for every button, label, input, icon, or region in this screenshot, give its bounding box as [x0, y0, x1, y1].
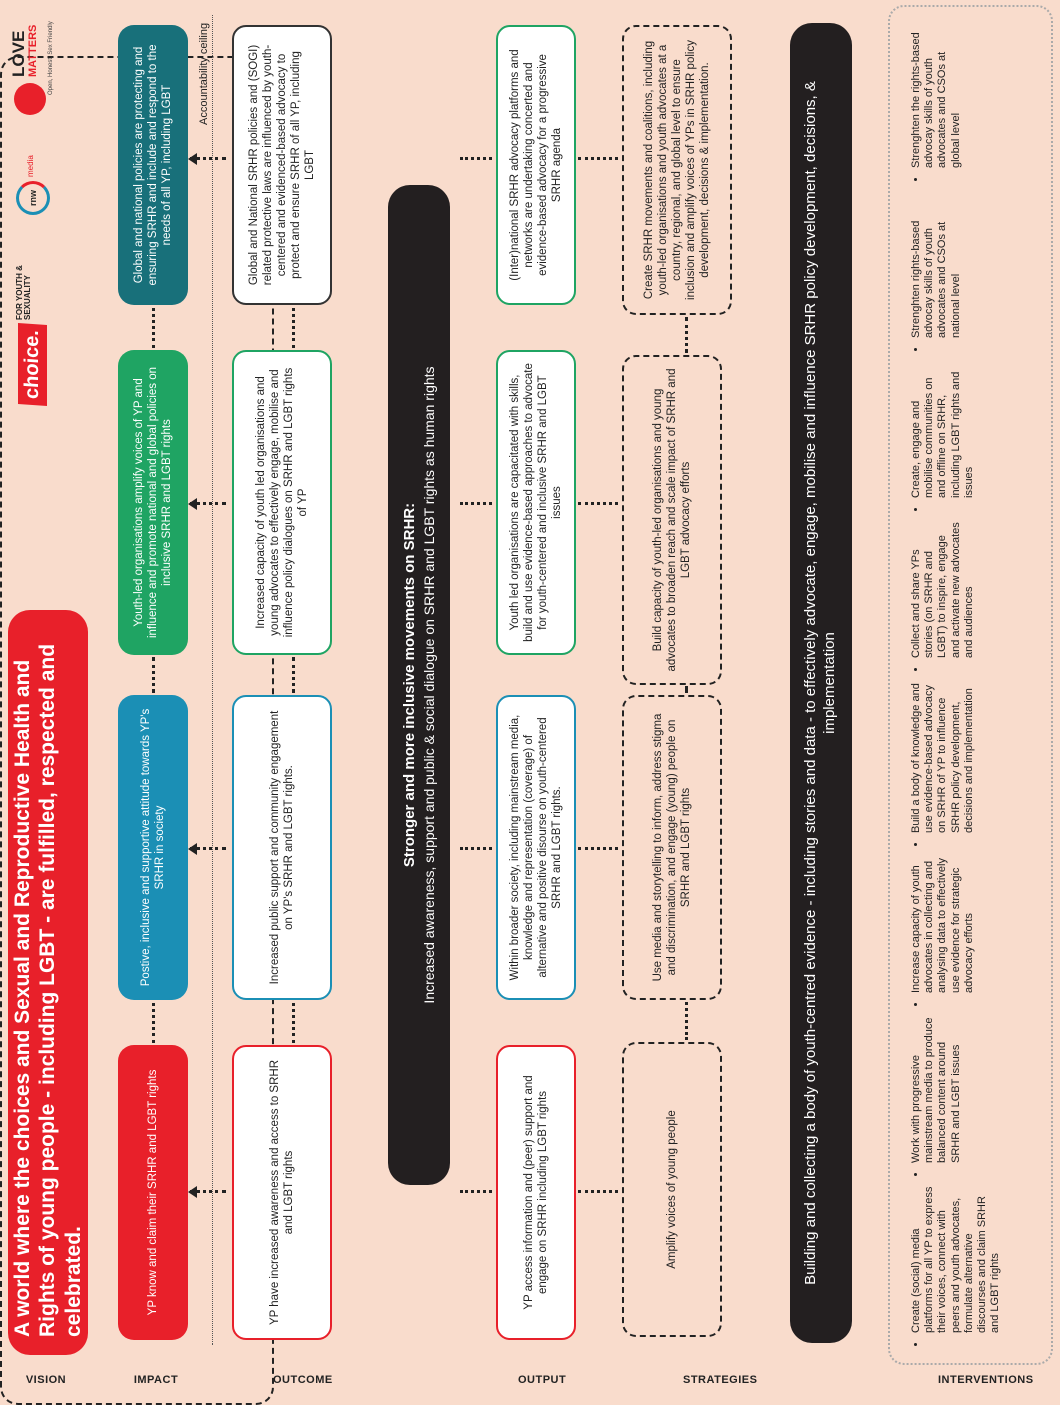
- output-text-2: Within broader society, including mainst…: [508, 714, 564, 981]
- outcome-text-2: Increased public support and community e…: [268, 710, 295, 985]
- intervention-list-4: Build a body of knowledge and use eviden…: [910, 678, 976, 845]
- intervention-list-1: Create (social) media platforms for all …: [910, 1183, 1002, 1345]
- matters-logo-text: MATTERS: [27, 24, 39, 77]
- strategy-text-3: Build capacity of youth-led organisation…: [651, 368, 692, 672]
- accountability-ceiling-label: Accountability ceiling: [198, 22, 210, 125]
- output-box-3: Youth led organisations are capacitated …: [496, 350, 576, 655]
- output-text-1: YP access information and (peer) support…: [522, 1075, 549, 1310]
- intervention-item-6: Create, engage and mobilise communities …: [910, 358, 976, 498]
- intervention-item-5: Collect and share YPs stories (on SRHR a…: [910, 518, 976, 658]
- strategy-text-4: Create SRHR movements and coalitions, in…: [642, 40, 712, 300]
- intervention-list-7: Strenghten rights-based advocay skills o…: [910, 198, 963, 350]
- connector-horizontal-strategy: [685, 687, 688, 693]
- connector-output-outcome-4: [460, 157, 492, 160]
- connector-output-outcome-3: [460, 502, 492, 505]
- movement-band: Stronger and more inclusive movements on…: [388, 185, 450, 1185]
- row-label-impact: IMPACT: [133, 1374, 179, 1386]
- connector-horizontal-outcome: [292, 657, 295, 693]
- choice-logo-text: choice.: [21, 329, 43, 400]
- row-label-outcome: OUTCOME: [273, 1374, 333, 1386]
- output-box-2: Within broader society, including mainst…: [496, 695, 576, 1000]
- impact-text-3: Youth-led organisations amplify voices o…: [132, 366, 173, 639]
- intervention-item-7: Strenghten rights-based advocay skills o…: [910, 198, 963, 338]
- outcome-text-1: YP have increased awareness and access t…: [268, 1059, 295, 1326]
- output-box-4: (Inter)national SRHR advocacy platforms …: [496, 25, 576, 305]
- output-box-1: YP access information and (peer) support…: [496, 1045, 576, 1340]
- strategy-box-2: Use media and storytelling to inform, ad…: [622, 695, 722, 1000]
- row-label-output: OUTPUT: [518, 1374, 567, 1386]
- connector-horizontal-impact: [152, 1003, 155, 1043]
- outcome-box-4: Global and National SRHR policies and (S…: [232, 25, 332, 305]
- connector-horizontal-strategy: [685, 1002, 688, 1040]
- connector-horizontal-outcome: [292, 1003, 295, 1043]
- impact-box-4: Global and national policies are protect…: [118, 25, 188, 305]
- love-matters-heart-icon: [14, 83, 46, 115]
- vision-banner: A world where the choices and Sexual and…: [8, 610, 88, 1355]
- connector-strategy-output-1: [578, 1190, 618, 1193]
- connector-output-outcome-2: [460, 847, 492, 850]
- connector-strategy-output-2: [578, 847, 618, 850]
- intervention-list-3: Increase capacity of youth advocates in …: [910, 843, 976, 1005]
- intervention-list-5: Collect and share YPs stories (on SRHR a…: [910, 518, 976, 670]
- row-label-interventions: INTERVENTIONS: [938, 1374, 1034, 1386]
- output-text-3: Youth led organisations are capacitated …: [508, 363, 564, 642]
- impact-text-4: Global and national policies are protect…: [132, 44, 173, 286]
- intervention-item-1: Create (social) media platforms for all …: [910, 1183, 1002, 1333]
- intervention-item-3: Increase capacity of youth advocates in …: [910, 843, 976, 993]
- impact-box-2: Postive, inclusive and supportive attitu…: [118, 695, 188, 1000]
- strategy-text-2: Use media and storytelling to inform, ad…: [651, 713, 692, 982]
- outcome-box-3: Increased capacity of youth led organisa…: [232, 350, 332, 655]
- matters-logo: MATTERS: [27, 24, 39, 77]
- vision-text: A world where the choices and Sexual and…: [11, 643, 85, 1337]
- evidence-text: Building and collecting a body of youth-…: [802, 81, 838, 1285]
- intervention-item-2: Work with progressive mainstream media t…: [910, 1013, 963, 1163]
- rnw-logo-subtitle: media: [26, 155, 35, 177]
- connector-horizontal-outcome: [292, 308, 295, 348]
- outcome-box-1: YP have increased awareness and access t…: [232, 1045, 332, 1340]
- evidence-band: Building and collecting a body of youth-…: [790, 23, 852, 1343]
- strategy-text-1: Amplify voices of young people: [665, 1110, 678, 1269]
- love-matters-logo: LOVE: [9, 30, 28, 77]
- love-logo-text: LOVE: [9, 30, 28, 77]
- choice-logo-subtitle: FOR YOUTH & SEXUALITY: [15, 265, 32, 320]
- arrow-up-icon: [188, 843, 197, 855]
- impact-text-2: Postive, inclusive and supportive attitu…: [139, 708, 166, 987]
- row-label-vision: VISION: [25, 1374, 67, 1386]
- connector-strategy-output-4: [578, 157, 618, 160]
- outcome-text-3: Increased capacity of youth led organisa…: [254, 367, 310, 638]
- output-text-4: (Inter)national SRHR advocacy platforms …: [508, 49, 564, 281]
- arrow-up-icon: [188, 498, 197, 510]
- connector-horizontal-impact: [152, 657, 155, 693]
- arrow-up-icon: [188, 153, 197, 165]
- connector-strategy-output-3: [578, 502, 618, 505]
- intervention-item-8: Strenghten the rights-based advocay skil…: [910, 28, 963, 168]
- strategy-box-3: Build capacity of youth-led organisation…: [622, 355, 722, 685]
- impact-box-3: Youth-led organisations amplify voices o…: [118, 350, 188, 655]
- intervention-list-8: Strenghten the rights-based advocay skil…: [910, 28, 963, 180]
- love-matters-tagline: Open, Honest, Sex Friendly: [48, 21, 54, 95]
- movement-title: Stronger and more inclusive movements on…: [401, 502, 418, 868]
- strategy-box-4: Create SRHR movements and coalitions, in…: [622, 25, 732, 315]
- connector-horizontal-strategy: [685, 317, 688, 353]
- outcome-text-4: Global and National SRHR policies and (S…: [247, 44, 317, 286]
- accountability-ceiling-line: [212, 15, 213, 1345]
- intervention-item-4: Build a body of knowledge and use eviden…: [910, 678, 976, 833]
- rnw-logo-text: rnw: [28, 190, 38, 207]
- impact-box-1: YP know and claim their SRHR and LGBT ri…: [118, 1045, 188, 1340]
- movement-subtitle: Increased awareness, support and public …: [421, 366, 437, 1004]
- connector-horizontal-impact: [152, 308, 155, 348]
- row-label-strategies: STRATEGIES: [683, 1374, 758, 1386]
- intervention-list-2: Work with progressive mainstream media t…: [910, 1013, 963, 1175]
- rnw-logo: rnw: [16, 181, 50, 215]
- impact-text-1: YP know and claim their SRHR and LGBT ri…: [146, 1069, 159, 1316]
- connector-output-outcome-1: [460, 1190, 492, 1193]
- choice-logo: choice.: [18, 323, 47, 407]
- arrow-up-icon: [188, 1186, 197, 1198]
- intervention-list-6: Create, engage and mobilise communities …: [910, 358, 976, 510]
- strategy-box-1: Amplify voices of young people: [622, 1042, 722, 1337]
- outcome-box-2: Increased public support and community e…: [232, 695, 332, 1000]
